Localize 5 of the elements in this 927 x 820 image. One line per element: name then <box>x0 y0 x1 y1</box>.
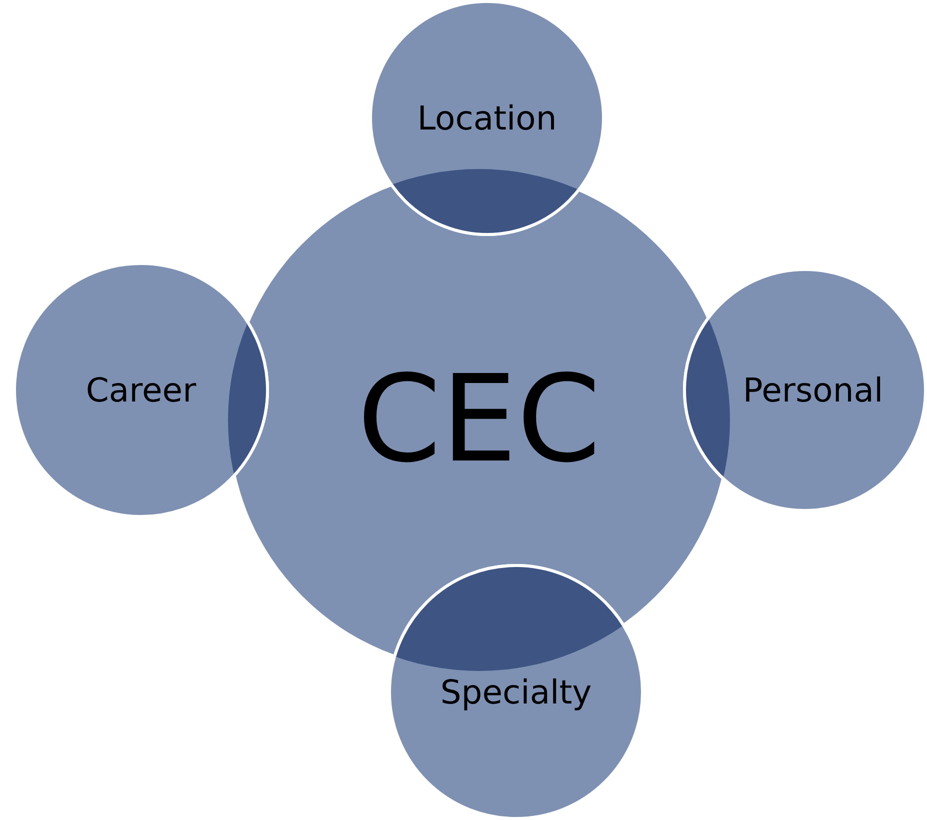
circle-label: Specialty <box>440 672 592 712</box>
circle-label: Career <box>86 370 196 410</box>
circle-label: Location <box>417 98 557 138</box>
circle-label: Personal <box>742 370 884 410</box>
center-label: CEC <box>357 350 601 490</box>
